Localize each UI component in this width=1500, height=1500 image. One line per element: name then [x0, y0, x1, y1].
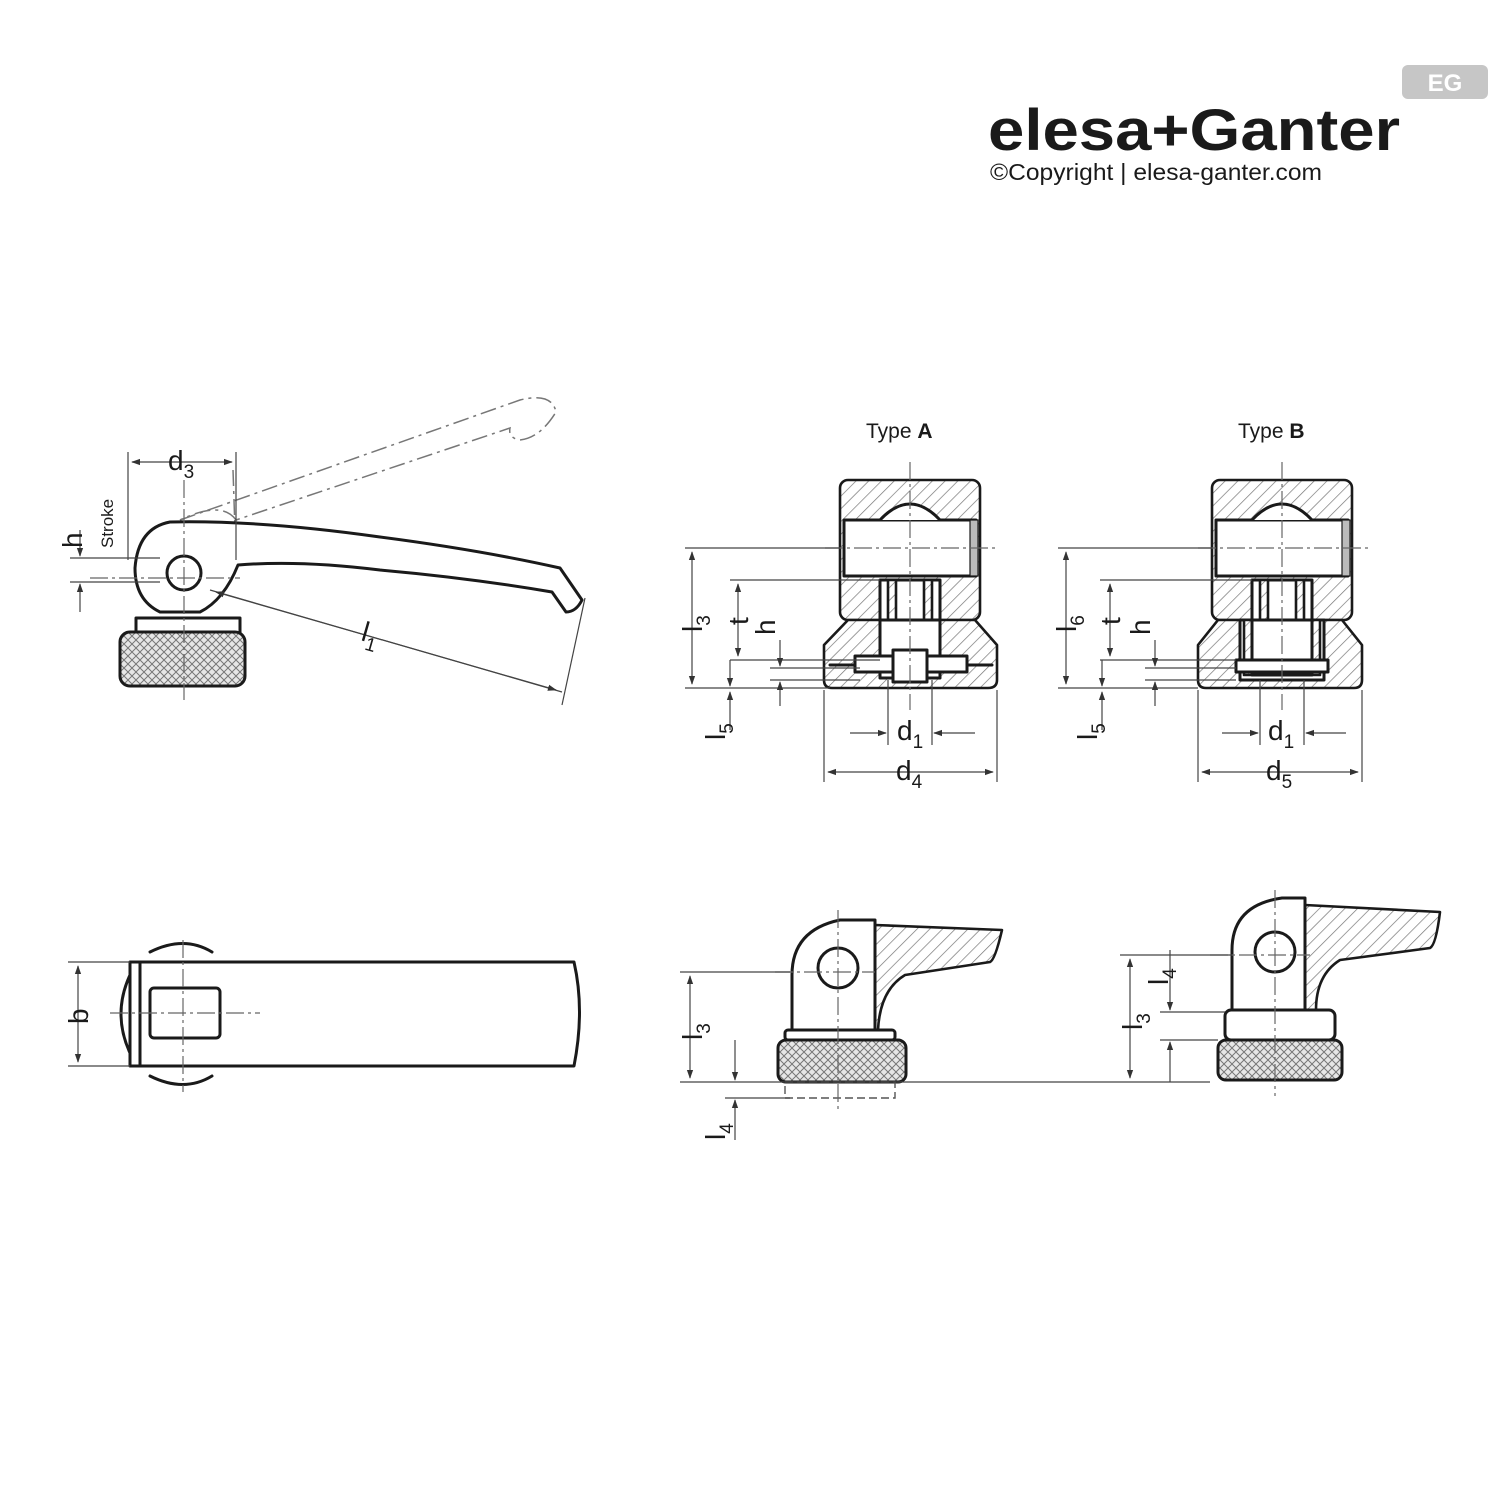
label-h-stroke: h	[57, 532, 88, 548]
label-l4-assembly-b: l4	[1143, 968, 1181, 985]
lever-open-position	[179, 397, 557, 521]
label-l5-type-b: l5	[1072, 723, 1110, 740]
lever-top-body	[128, 960, 581, 1068]
label-l3-assembly-a: l3	[677, 1023, 715, 1040]
label-d4: d4	[896, 755, 923, 793]
label-h-type-a: h	[750, 619, 781, 635]
label-d1-type-a: d1	[897, 715, 923, 753]
label-d5: d5	[1266, 755, 1292, 793]
copyright-text: ©Copyright | elesa-ganter.com	[990, 159, 1322, 185]
label-t-type-b: t	[1095, 617, 1126, 625]
type-b-knurled-nut	[1216, 1038, 1344, 1082]
type-b-assembly: l3 l4	[1117, 890, 1442, 1096]
label-l1: l1	[356, 616, 383, 657]
type-b-title: Type B	[1238, 420, 1305, 443]
lever-side-view: d3 h Stroke l1	[57, 397, 586, 706]
type-a-section: Type A l3 t h l5	[677, 420, 999, 793]
label-l3-assembly-b: l3	[1117, 1013, 1155, 1030]
eg-badge	[1402, 65, 1488, 99]
label-t-type-a: t	[723, 617, 754, 625]
label-l5-type-a: l5	[700, 723, 738, 740]
type-a-knurled-nut	[776, 1038, 908, 1084]
label-l6: l6	[1051, 615, 1089, 632]
type-b-lever-section	[1303, 903, 1442, 1012]
label-l4-assembly-a: l4	[700, 1123, 738, 1140]
label-l3-type-a: l3	[677, 615, 715, 632]
label-h-type-b: h	[1125, 619, 1156, 635]
brand-name: elesa+Ganter	[988, 98, 1400, 163]
knurled-nut	[118, 630, 247, 688]
label-d1-type-b: d1	[1268, 715, 1294, 753]
lever-top-view: b	[63, 940, 581, 1092]
lever-swing-arc	[179, 509, 237, 521]
label-stroke: Stroke	[98, 499, 117, 548]
type-a-assembly: l3 l4	[677, 910, 1210, 1140]
type-b-section: Type B l6 t h l5 d1	[1051, 420, 1368, 793]
lever-body	[133, 520, 584, 614]
brand-logo: EG elesa+Ganter ©Copyright | elesa-gante…	[988, 65, 1488, 185]
eg-badge-text: EG	[1428, 70, 1463, 97]
label-b: b	[63, 1008, 94, 1024]
label-d3: d3	[168, 445, 194, 483]
type-a-title: Type A	[866, 420, 933, 443]
type-a-lever-section	[873, 923, 1004, 1032]
